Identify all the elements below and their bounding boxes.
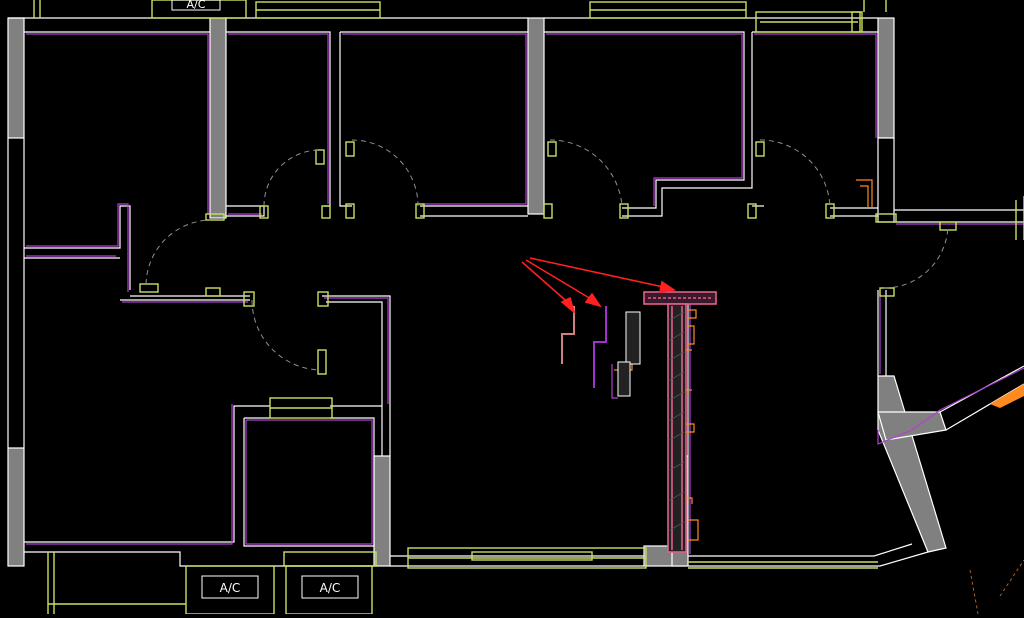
outer-dashed-lines [969, 559, 1024, 615]
ac-unit-top: A/C [171, 0, 221, 11]
arrow-head [584, 292, 602, 308]
orange-marker [990, 384, 1024, 408]
wall-lines [7, 17, 1024, 567]
wall-column [877, 17, 895, 139]
wall-piece-3[interactable] [611, 311, 641, 399]
finish-lines [26, 33, 1024, 554]
ac-label: A/C [320, 581, 341, 595]
annotation-arrows [521, 257, 677, 315]
door-window-frames [33, 0, 1024, 615]
window-frame [151, 0, 247, 19]
wall-piece-1[interactable] [561, 306, 575, 364]
wall-pieces[interactable] [561, 306, 641, 399]
hatch-pattern [669, 311, 685, 531]
arrow-head [560, 296, 576, 315]
door-swing-arc [251, 299, 321, 371]
wall-angled [877, 375, 947, 553]
orange-details [614, 179, 873, 541]
ac-label: A/C [220, 581, 241, 595]
selected-t-wall[interactable] [643, 291, 717, 553]
wall-column [7, 17, 25, 139]
wall-segment [877, 137, 895, 223]
door-swing-arc [263, 149, 321, 207]
wall-column [527, 17, 545, 215]
door-swing-arc [759, 139, 831, 207]
ac-label: A/C [187, 0, 206, 11]
door-swing-arc [549, 139, 623, 207]
ac-unit-bottom-right: A/C [301, 575, 359, 599]
wall-piece-2[interactable] [593, 306, 607, 388]
door-swings [145, 139, 949, 371]
arrow-head [658, 280, 677, 293]
wall-column [209, 17, 227, 219]
door-swing-arc [145, 219, 211, 285]
door-swing-arc [883, 225, 949, 289]
wall-column [373, 455, 391, 567]
door-swing-arc [351, 139, 419, 207]
wall-column [7, 447, 25, 567]
ac-unit-bottom-left: A/C [201, 575, 259, 599]
wall-angled [877, 411, 947, 441]
